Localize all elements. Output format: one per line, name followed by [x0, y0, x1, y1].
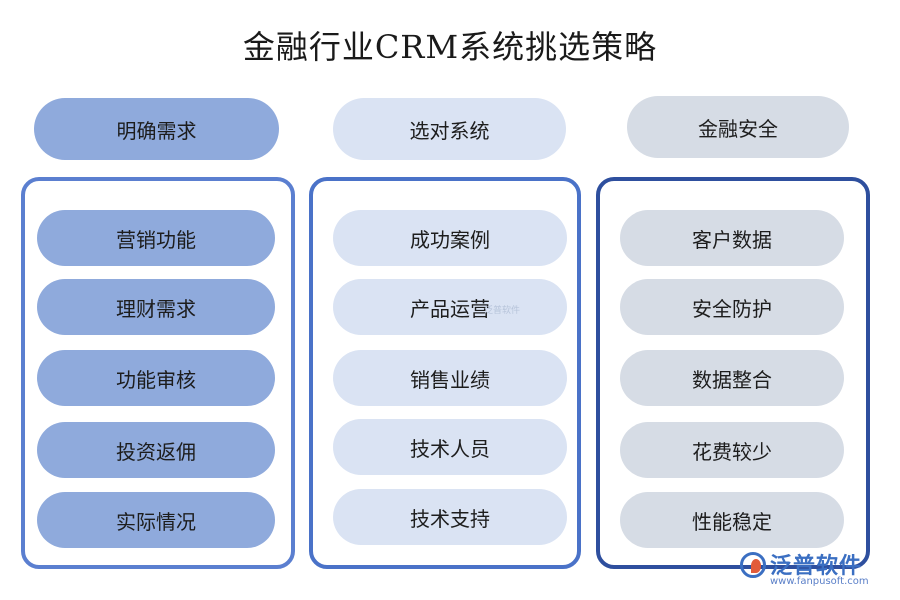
- list-item: 实际情况: [37, 492, 275, 548]
- logo-icon: [740, 552, 766, 578]
- list-item: 技术人员: [333, 419, 567, 475]
- list-item: 客户数据: [620, 210, 844, 266]
- list-item: 投资返佣: [37, 422, 275, 478]
- brand-logo: 泛普软件 www.fanpusoft.com: [740, 548, 890, 592]
- column-box: 客户数据 安全防护 数据整合 花费较少 性能稳定: [596, 177, 870, 569]
- list-item: 营销功能: [37, 210, 275, 266]
- logo-url-text: www.fanpusoft.com: [770, 576, 869, 587]
- list-item: 理财需求: [37, 279, 275, 335]
- diagram-title: 金融行业CRM系统挑选策略: [242, 28, 658, 66]
- list-item: 成功案例: [333, 210, 567, 266]
- column-box: 成功案例 产品运营 销售业绩 技术人员 技术支持: [309, 177, 581, 569]
- list-item: 数据整合: [620, 350, 844, 406]
- list-item: 性能稳定: [620, 492, 844, 548]
- column-header: 选对系统: [333, 98, 566, 160]
- list-item: 功能审核: [37, 350, 275, 406]
- column-header: 明确需求: [34, 98, 279, 160]
- column-box: 营销功能 理财需求 功能审核 投资返佣 实际情况: [21, 177, 295, 569]
- list-item: 技术支持: [333, 489, 567, 545]
- list-item: 安全防护: [620, 279, 844, 335]
- list-item: 花费较少: [620, 422, 844, 478]
- list-item: 销售业绩: [333, 350, 567, 406]
- logo-brand-text: 泛普软件: [770, 554, 863, 579]
- column-header: 金融安全: [627, 96, 849, 158]
- list-item: 产品运营: [333, 279, 567, 335]
- watermark-small: 泛普软件: [484, 306, 521, 316]
